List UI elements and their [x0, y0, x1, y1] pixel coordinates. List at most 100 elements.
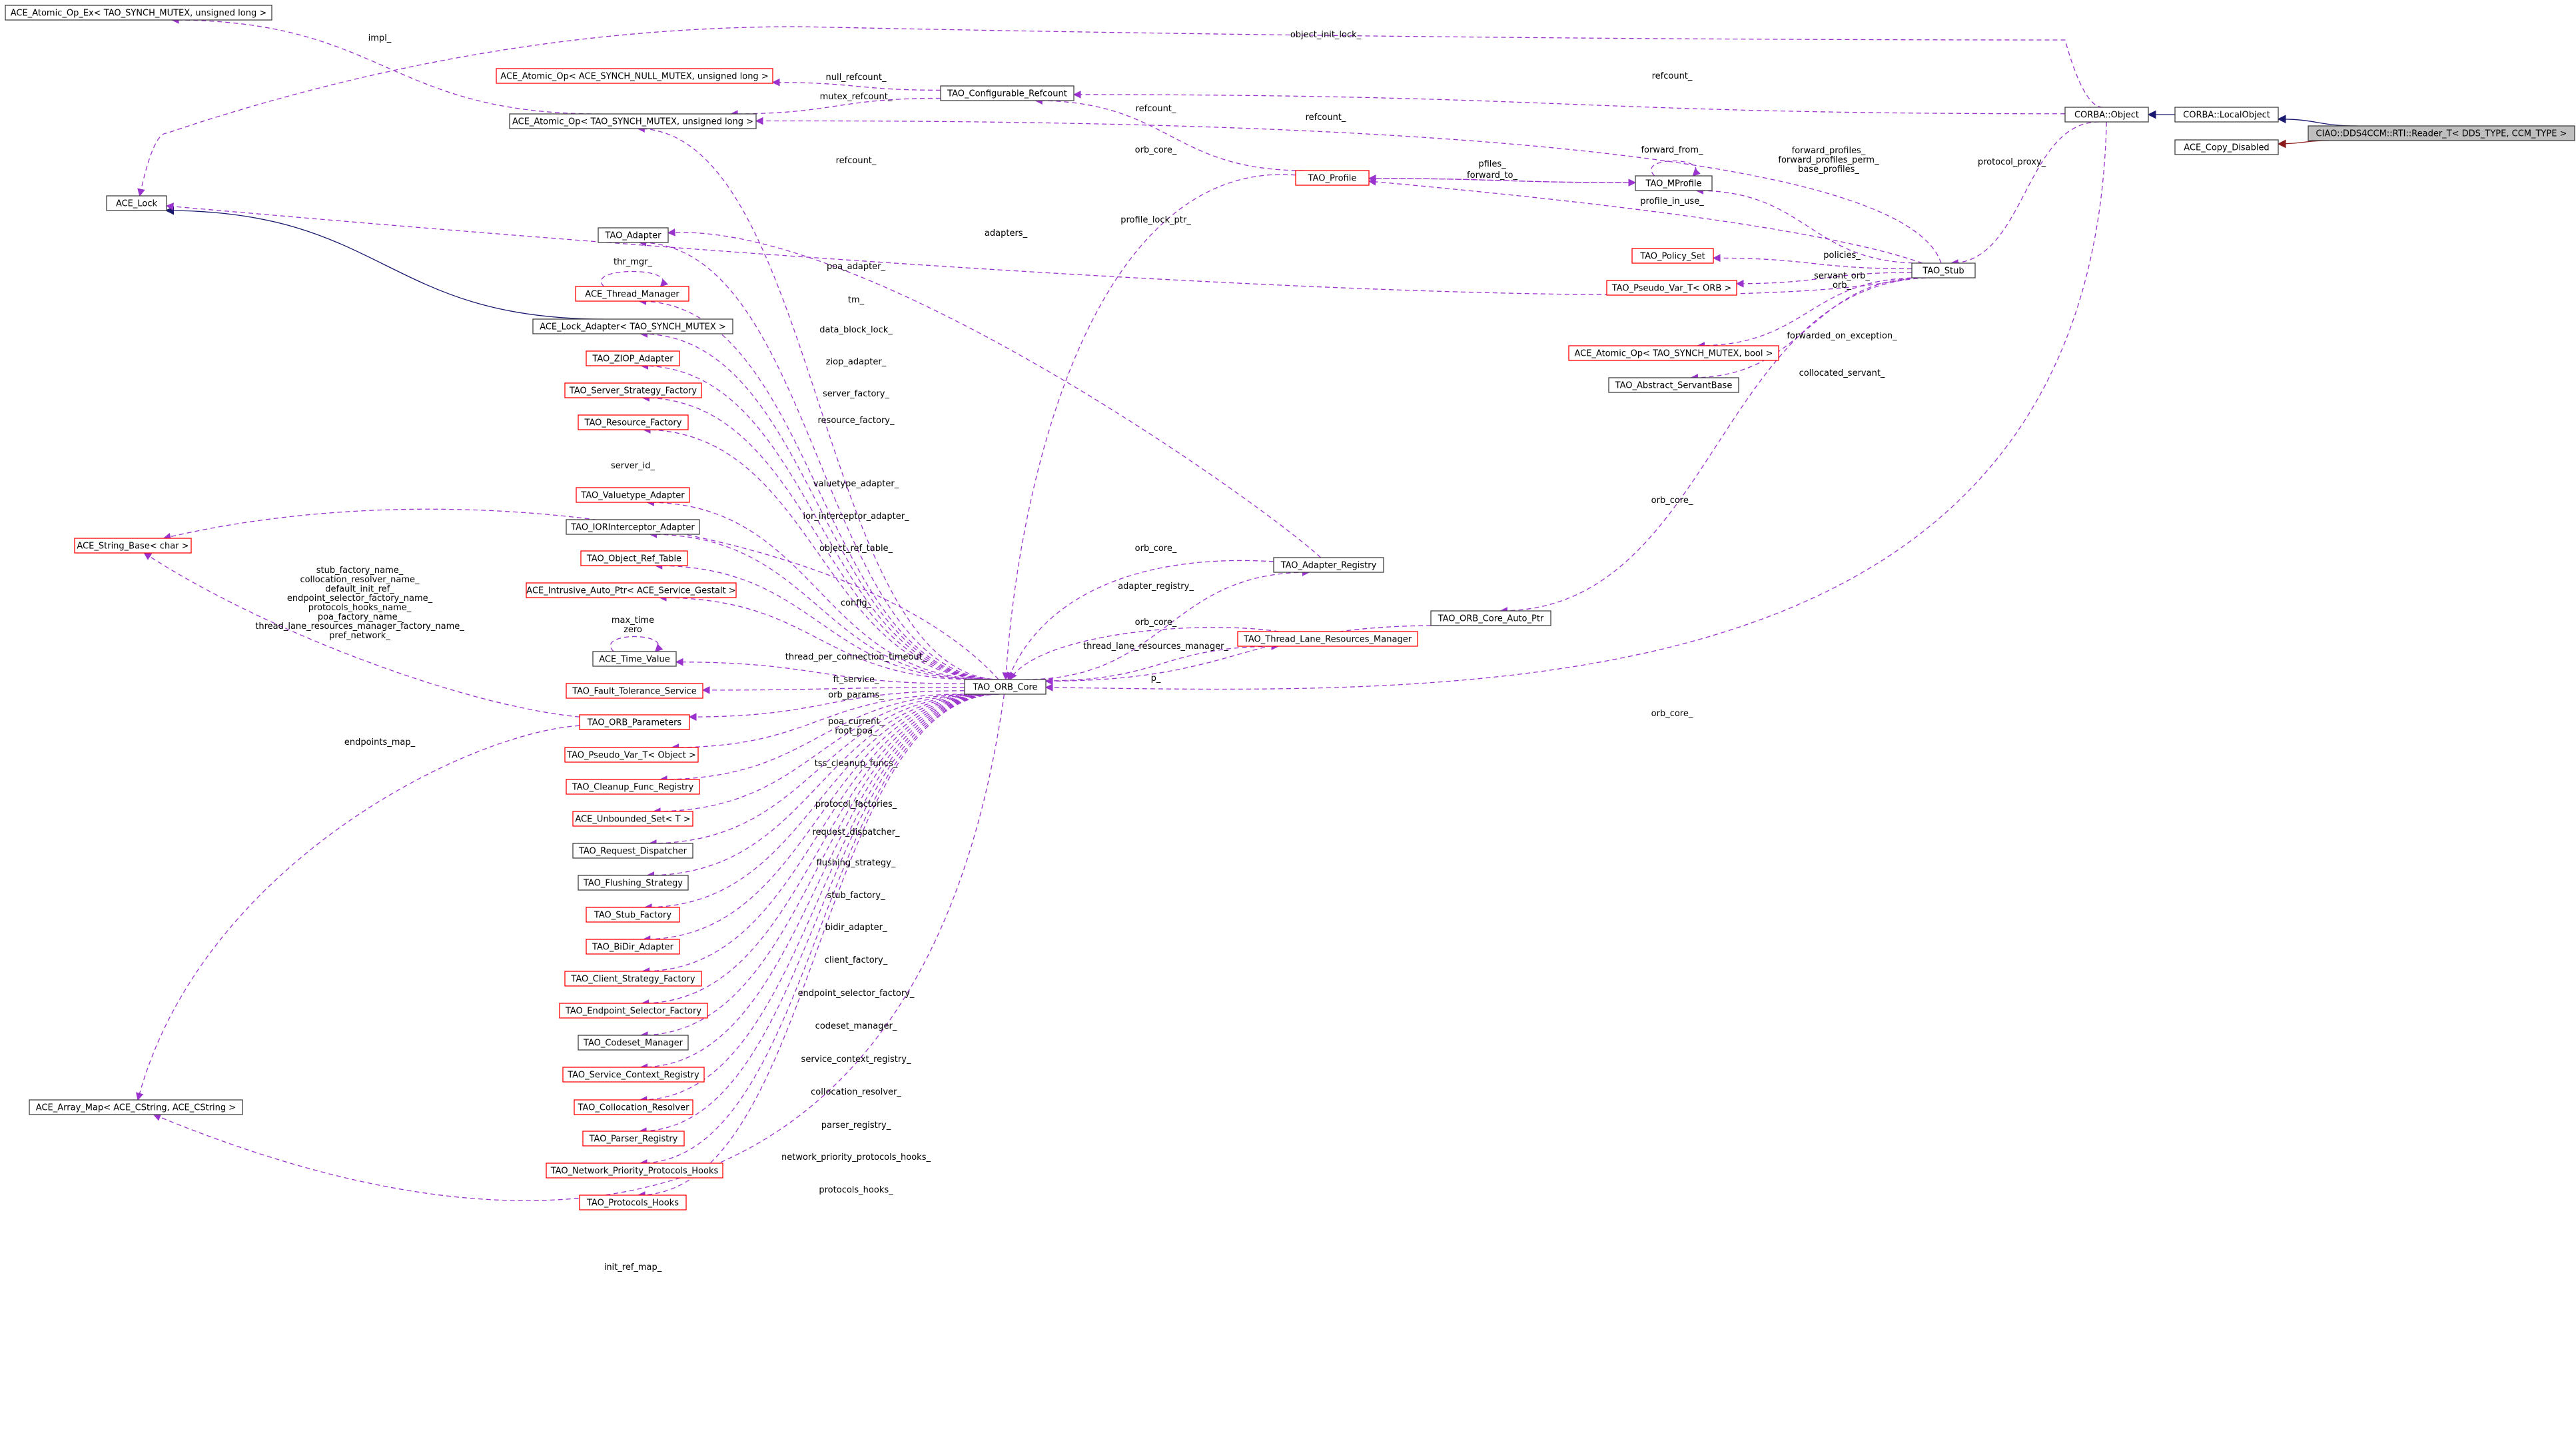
class-box: [579, 1194, 687, 1210]
class-node-ace-copy-disabled[interactable]: ACE_Copy_Disabled: [2174, 139, 2279, 155]
class-node-corba-localobject[interactable]: CORBA::LocalObject: [2174, 107, 2279, 123]
class-node-ace-atomic-op-ex[interactable]: ACE_Atomic_Op_Ex< TAO_SYNCH_MUTEX, unsig…: [5, 5, 272, 21]
edge-tao_orb_core-to-ace_time_value: [675, 658, 965, 685]
class-node-ace-array-map[interactable]: ACE_Array_Map< ACE_CString, ACE_CString …: [29, 1099, 243, 1115]
class-node-tao-ziop-adapter[interactable]: TAO_ZIOP_Adapter: [586, 350, 680, 366]
class-node-tao-policy-set[interactable]: TAO_Policy_Set: [1631, 248, 1714, 264]
class-box: [586, 939, 680, 955]
class-node-tao-request-dispatcher[interactable]: TAO_Request_Dispatcher: [572, 843, 693, 859]
class-node-ace-atomic-op-ulong[interactable]: ACE_Atomic_Op< TAO_SYNCH_MUTEX, unsigned…: [509, 113, 757, 129]
class-node-tao-resource-factory[interactable]: TAO_Resource_Factory: [578, 414, 689, 430]
edge-label-refcount-orb: refcount_: [836, 156, 877, 166]
class-box: [29, 1099, 243, 1115]
class-node-tao-configurable-refcount[interactable]: TAO_Configurable_Refcount: [940, 85, 1074, 101]
edge-tao_orb_core-to-tao_object_ref_table: [654, 562, 985, 680]
class-node-ace-string-base[interactable]: ACE_String_Base< char >: [74, 538, 192, 554]
class-node-tao-adapter[interactable]: TAO_Adapter: [598, 227, 669, 243]
class-node-tao-parser-registry[interactable]: TAO_Parser_Registry: [582, 1131, 685, 1147]
class-node-ace-atomic-op-null[interactable]: ACE_Atomic_Op< ACE_SYNCH_NULL_MUTEX, uns…: [496, 68, 773, 84]
edge-tao_orb_core-to-tao_ior_interceptor_adapter: [649, 530, 989, 680]
class-node-ace-time-value[interactable]: ACE_Time_Value: [592, 651, 677, 667]
class-box: [582, 1131, 685, 1147]
class-box: [572, 811, 693, 827]
class-name-label: TAO_IORInterceptor_Adapter: [570, 523, 695, 533]
edge-label-collocated-servant: collocated_servant_: [1799, 368, 1885, 378]
class-name-label: TAO_Server_Strategy_Factory: [569, 386, 697, 396]
class-node-tao-bidir-adapter[interactable]: TAO_BiDir_Adapter: [586, 939, 680, 955]
class-box: [74, 538, 192, 554]
class-box: [566, 683, 703, 699]
class-name-label: ACE_Atomic_Op< ACE_SYNCH_NULL_MUTEX, uns…: [500, 72, 768, 82]
class-node-corba-object[interactable]: CORBA::Object: [2064, 107, 2149, 123]
class-node-tao-ior-interceptor-adapter[interactable]: TAO_IORInterceptor_Adapter: [566, 519, 700, 535]
class-node-ace-atomic-op-bool[interactable]: ACE_Atomic_Op< TAO_SYNCH_MUTEX, bool >: [1568, 345, 1779, 361]
class-node-tao-adapter-registry[interactable]: TAO_Adapter_Registry: [1273, 557, 1384, 573]
edge-tao_profile-to-tao_mprofile: [1368, 178, 1637, 187]
class-node-tao-collocation-resolver[interactable]: TAO_Collocation_Resolver: [574, 1099, 693, 1115]
edge-label-thread-per-connection-timeout: thread_per_connection_timeout_: [785, 652, 927, 662]
edge-corba_object-to-tao_orb_core: [1045, 121, 2107, 692]
class-node-ace-lock-adapter[interactable]: ACE_Lock_Adapter< TAO_SYNCH_MUTEX >: [532, 318, 733, 334]
class-box: [2308, 125, 2575, 141]
class-node-tao-cleanup-func-registry[interactable]: TAO_Cleanup_Func_Registry: [566, 779, 700, 795]
class-name-label: TAO_Abstract_ServantBase: [1615, 381, 1733, 391]
edge-tao_adapter_registry-to-tao_orb_core: [1007, 560, 1274, 681]
class-node-tao-pseudo-var-object[interactable]: TAO_Pseudo_Var_T< Object >: [564, 747, 699, 763]
class-node-tao-valuetype-adapter[interactable]: TAO_Valuetype_Adapter: [576, 487, 690, 503]
edge-tao_stub-to-ace_atomic_op_ulong: [755, 117, 1942, 264]
class-node-tao-server-strategy-factory[interactable]: TAO_Server_Strategy_Factory: [564, 382, 702, 398]
edge-label-stub-factory: stub_factory_: [827, 891, 885, 901]
class-node-tao-thread-lane-resources-manager[interactable]: TAO_Thread_Lane_Resources_Manager: [1237, 631, 1418, 647]
class-node-tao-abstract-servantbase[interactable]: TAO_Abstract_ServantBase: [1608, 377, 1739, 393]
edge-tao_stub-to-tao_mprofile: [1695, 187, 1921, 264]
class-node-tao-protocols-hooks[interactable]: TAO_Protocols_Hooks: [579, 1194, 687, 1210]
class-node-tao-orb-core[interactable]: TAO_ORB_Core: [964, 679, 1047, 695]
class-node-tao-network-priority-protocols-hooks[interactable]: TAO_Network_Priority_Protocols_Hooks: [546, 1163, 723, 1179]
class-node-tao-flushing-strategy[interactable]: TAO_Flushing_Strategy: [578, 875, 689, 891]
class-node-tao-service-context-registry[interactable]: TAO_Service_Context_Registry: [562, 1067, 705, 1083]
class-node-tao-mprofile[interactable]: TAO_MProfile: [1635, 175, 1713, 191]
edge-tao_orb_core-to-tao_stub_factory: [644, 694, 994, 911]
edge-tao_orb_core-to-tao_endpoint_selector_factory: [641, 694, 997, 1007]
class-box: [1608, 377, 1739, 393]
class-node-tao-endpoint-selector-factory[interactable]: TAO_Endpoint_Selector_Factory: [559, 1003, 708, 1019]
class-name-label: TAO_Protocols_Hooks: [586, 1198, 679, 1208]
class-node-ace-lock[interactable]: ACE_Lock: [106, 195, 167, 211]
edge-ace_atomic_op_ulong-to-ace_atomic_op_ex: [171, 16, 600, 115]
class-node-ace-intrusive-auto-ptr[interactable]: ACE_Intrusive_Auto_Ptr< ACE_Service_Gest…: [526, 582, 737, 598]
class-node-tao-stub-factory[interactable]: TAO_Stub_Factory: [586, 907, 680, 923]
edge-tao_stub-to-ace_atomic_op_bool: [1697, 277, 1920, 350]
edge-ace_thread_manager-to-ace_thread_manager: [601, 270, 669, 287]
class-box: [1911, 262, 1976, 278]
class-name-label: ACE_Thread_Manager: [585, 290, 679, 300]
edge-tao_orb_core-to-tao_resource_factory: [642, 426, 995, 680]
edge-label-network-priority-protocols-hooks: network_priority_protocols_hooks_: [781, 1153, 931, 1163]
class-name-label: TAO_Flushing_Strategy: [583, 879, 683, 889]
class-node-tao-object-ref-table[interactable]: TAO_Object_Ref_Table: [580, 550, 688, 566]
edge-label-profile-lock-ptr: profile_lock_ptr_: [1120, 215, 1191, 225]
class-node-ciao-reader[interactable]: CIAO::DDS4CCM::RTI::Reader_T< DDS_TYPE, …: [2308, 125, 2575, 141]
edge-label-init-ref-map: init_ref_map_: [604, 1262, 662, 1272]
class-box: [2064, 107, 2149, 123]
class-node-tao-codeset-manager[interactable]: TAO_Codeset_Manager: [578, 1035, 689, 1051]
class-box: [532, 318, 733, 334]
class-node-tao-pseudo-var-orb[interactable]: TAO_Pseudo_Var_T< ORB >: [1606, 280, 1737, 296]
class-node-tao-stub[interactable]: TAO_Stub: [1911, 262, 1976, 278]
edge-label-orb-core-adapter: orb_core_: [1135, 544, 1177, 554]
edge-tao_mprofile-to-tao_profile: [1368, 175, 1636, 183]
edge-tao_adapter_registry-to-tao_adapter: [667, 229, 1322, 558]
class-box: [598, 227, 669, 243]
edge-label-profile-in-use: profile_in_use_: [1640, 197, 1704, 207]
edge-label-ior-interceptor-adapter: ior_interceptor_adapter_: [803, 512, 909, 522]
class-node-ace-unbounded-set[interactable]: ACE_Unbounded_Set< T >: [572, 811, 693, 827]
class-node-tao-profile[interactable]: TAO_Profile: [1295, 170, 1370, 186]
class-node-tao-orb-core-auto-ptr[interactable]: TAO_ORB_Core_Auto_Ptr: [1430, 610, 1551, 626]
class-node-tao-orb-parameters[interactable]: TAO_ORB_Parameters: [579, 714, 690, 730]
edge-label-server-id: server_id_: [611, 461, 655, 471]
edge-tao_orb_core-to-ace_intrusive_auto_ptr: [658, 594, 977, 680]
edge-corba_object-to-ace_lock: [137, 26, 2103, 197]
class-node-tao-client-strategy-factory[interactable]: TAO_Client_Strategy_Factory: [564, 971, 702, 987]
class-node-tao-fault-tolerance-service[interactable]: TAO_Fault_Tolerance_Service: [566, 683, 703, 699]
class-node-ace-thread-manager[interactable]: ACE_Thread_Manager: [575, 286, 689, 302]
class-box: [1237, 631, 1418, 647]
